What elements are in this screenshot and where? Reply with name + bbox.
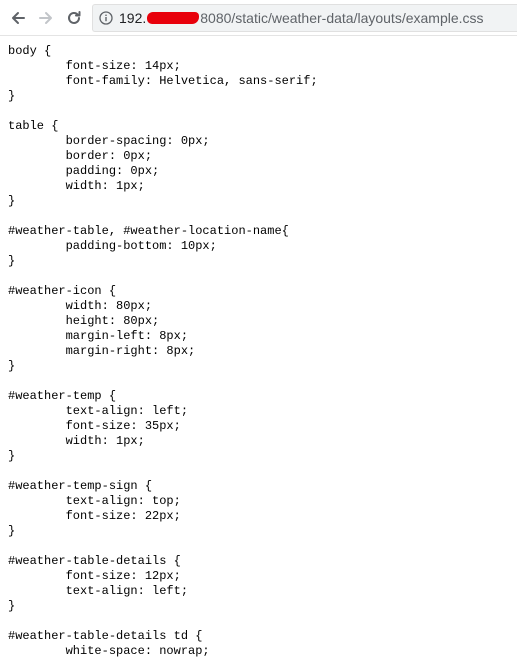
url-text[interactable]: 192. 8080/static/weather-data/layouts/exa… bbox=[119, 10, 484, 26]
url-path: 8080/static/weather-data/layouts/example… bbox=[200, 10, 484, 26]
css-source-text: body { font-size: 14px; font-family: Hel… bbox=[8, 44, 318, 658]
reload-icon bbox=[68, 11, 81, 24]
address-bar[interactable]: 192. 8080/static/weather-data/layouts/exa… bbox=[92, 4, 517, 32]
browser-toolbar: 192. 8080/static/weather-data/layouts/exa… bbox=[0, 0, 517, 36]
info-circle-icon[interactable] bbox=[99, 11, 113, 25]
forward-button[interactable] bbox=[34, 6, 58, 30]
arrow-right-icon bbox=[39, 12, 52, 24]
url-host-prefix: 192. bbox=[119, 10, 147, 26]
redaction-mark bbox=[147, 12, 200, 24]
arrow-left-icon bbox=[12, 12, 25, 24]
back-button[interactable] bbox=[6, 6, 30, 30]
reload-button[interactable] bbox=[62, 6, 86, 30]
